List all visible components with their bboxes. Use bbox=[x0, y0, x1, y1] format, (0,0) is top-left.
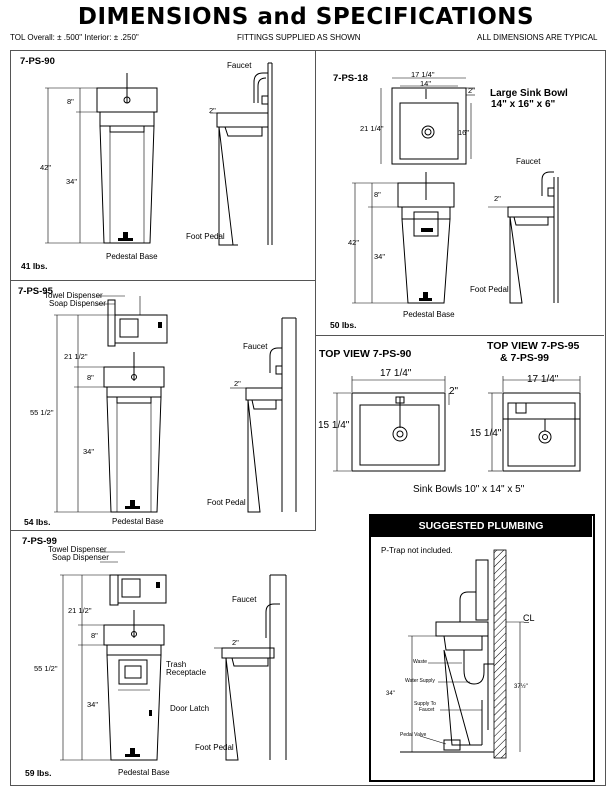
outer-frame bbox=[10, 50, 606, 786]
faucet-label-7ps18: Faucet bbox=[516, 157, 541, 166]
dim-top-7ps18: 8" bbox=[374, 190, 381, 199]
depth-dim-7ps95: 15 1/4" bbox=[470, 428, 502, 439]
soap-dispenser-label-7ps95: Soap Dispenser bbox=[49, 299, 106, 308]
dim-width-inner-7ps18: 14" bbox=[420, 79, 432, 88]
width-dim-7ps90: 17 1/4" bbox=[380, 368, 412, 379]
side-dim-top-7ps90: 2" bbox=[449, 386, 459, 397]
faucet-supply-label: Faucet bbox=[419, 707, 435, 713]
dim-upper-7ps99: 21 1/2" bbox=[68, 606, 92, 615]
fittings-note: FITTINGS SUPPLIED AS SHOWN bbox=[237, 33, 361, 42]
weight-7ps90: 41 lbs. bbox=[21, 261, 48, 271]
side-dim-7ps90: 2" bbox=[209, 106, 216, 115]
dim-base-7ps99: 34" bbox=[87, 700, 99, 709]
centerline-label: C̲L bbox=[523, 613, 535, 623]
faucet-label-7ps90: Faucet bbox=[227, 61, 252, 70]
plumbing-dim-right: 37½" bbox=[514, 684, 528, 690]
dim-top-7ps90: 8" bbox=[67, 97, 74, 106]
soap-dispenser-label-7ps99: Soap Dispenser bbox=[52, 553, 109, 562]
trash-label-line1: Trash bbox=[166, 660, 187, 669]
p-trap-note: P-Trap not included. bbox=[381, 546, 453, 555]
side-dim-7ps95: 2" bbox=[234, 379, 241, 388]
pedal-valve-label: Pedal Valve bbox=[400, 732, 427, 738]
dim-total-7ps95: 55 1/2" bbox=[30, 408, 54, 417]
pedestal-base-label-7ps18: Pedestal Base bbox=[403, 310, 455, 319]
depth-dim-7ps90: 15 1/4" bbox=[318, 420, 350, 431]
towel-dispenser-label-7ps99: Towel Dispenser bbox=[48, 545, 107, 554]
towel-dispenser-label-7ps95: Towel Dispenser bbox=[44, 291, 103, 300]
waste-label: Waste bbox=[413, 659, 427, 665]
foot-pedal-label-7ps95: Foot Pedal bbox=[207, 498, 246, 507]
dim-total-7ps18: 42" bbox=[348, 238, 360, 247]
dim-top-7ps95: 8" bbox=[87, 373, 94, 382]
dim-total-7ps90: 42" bbox=[40, 163, 52, 172]
large-bowl-title: Large Sink Bowl bbox=[490, 88, 568, 99]
weight-7ps18: 50 lbs. bbox=[330, 320, 357, 330]
weight-7ps99: 59 lbs. bbox=[25, 768, 52, 778]
tolerance-note: TOL Overall: ± .500" Interior: ± .250" bbox=[10, 33, 139, 42]
plumbing-dim-left: 34" bbox=[386, 691, 395, 697]
dim-side-7ps18: 2" bbox=[468, 86, 475, 95]
model-7ps18: 7-PS-18 bbox=[333, 73, 368, 84]
plumbing-title: SUGGESTED PLUMBING bbox=[418, 520, 544, 532]
dim-top-7ps99: 8" bbox=[91, 631, 98, 640]
door-latch-label: Door Latch bbox=[170, 704, 210, 713]
model-7ps95: 7-PS-95 bbox=[18, 286, 53, 297]
dim-base-7ps90: 34" bbox=[66, 177, 78, 186]
water-supply-label: Water Supply bbox=[405, 678, 435, 684]
pedestal-base-label-7ps99: Pedestal Base bbox=[118, 768, 170, 777]
weight-7ps95: 54 lbs. bbox=[24, 517, 51, 527]
dim-base-7ps18: 34" bbox=[374, 252, 386, 261]
page-title: DIMENSIONS and SPECIFICATIONS bbox=[77, 4, 535, 30]
dim-total-7ps99: 55 1/2" bbox=[34, 664, 58, 673]
sink-bowls-caption: Sink Bowls 10" x 14" x 5" bbox=[413, 484, 525, 495]
side-dim-7ps99: 2" bbox=[232, 638, 239, 647]
dim-upper-7ps95: 21 1/2" bbox=[64, 352, 88, 361]
top-view-title-7ps95: TOP VIEW 7-PS-95 bbox=[487, 340, 580, 352]
dim-width-outer-7ps18: 17 1/4" bbox=[411, 70, 435, 79]
top-view-title-7ps90: TOP VIEW 7-PS-90 bbox=[319, 348, 412, 360]
trash-label-line2: Receptacle bbox=[166, 668, 207, 677]
supply-to-label: Supply To bbox=[414, 701, 436, 707]
panel-7ps90 bbox=[10, 50, 316, 281]
panel-7ps18 bbox=[315, 50, 604, 336]
dim-base-7ps95: 34" bbox=[83, 447, 95, 456]
dimensions-note: ALL DIMENSIONS ARE TYPICAL bbox=[477, 33, 598, 42]
panel-7ps95 bbox=[10, 280, 316, 531]
foot-pedal-label-7ps18: Foot Pedal bbox=[470, 285, 509, 294]
foot-pedal-label-7ps90: Foot Pedal bbox=[186, 232, 225, 241]
model-7ps90: 7-PS-90 bbox=[20, 56, 55, 67]
top-view-title-7ps99: & 7-PS-99 bbox=[500, 352, 550, 364]
dim-bowl-7ps18: 16" bbox=[458, 128, 470, 137]
faucet-label-7ps95: Faucet bbox=[243, 342, 268, 351]
side-dim-7ps18: 2" bbox=[494, 194, 501, 203]
pedestal-base-label-7ps90: Pedestal Base bbox=[106, 252, 158, 261]
dim-depth-7ps18: 21 1/4" bbox=[360, 124, 384, 133]
foot-pedal-label-7ps99: Foot Pedal bbox=[195, 743, 234, 752]
plumbing-header-bar bbox=[370, 515, 592, 537]
large-bowl-size: 14" x 16" x 6" bbox=[491, 99, 556, 110]
width-dim-7ps95: 17 1/4" bbox=[527, 374, 559, 385]
model-7ps99: 7-PS-99 bbox=[22, 536, 57, 547]
pedestal-base-label-7ps95: Pedestal Base bbox=[112, 517, 164, 526]
faucet-label-7ps99: Faucet bbox=[232, 595, 257, 604]
